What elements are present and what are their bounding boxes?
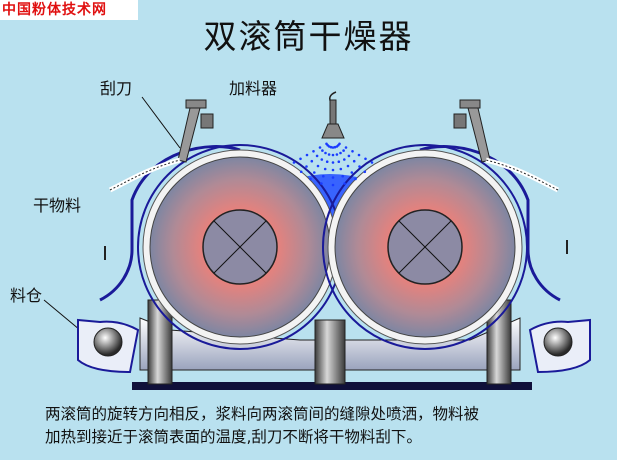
scraper-blade-icon: [108, 99, 214, 193]
spray-droplet: [351, 150, 354, 153]
spray-droplet: [318, 146, 322, 149]
spray-droplet: [335, 153, 339, 156]
hopper-screw-icon: [77, 318, 140, 374]
spray-droplet: [315, 154, 319, 158]
spray-droplet: [299, 170, 303, 174]
caption-line-2: 加热到接近于滚筒表面的温度,刮刀不断将干物料刮下。: [45, 428, 422, 446]
spray-droplet: [320, 158, 324, 161]
spray-droplet: [343, 182, 346, 185]
spray-droplet: [331, 183, 335, 187]
spray-droplet: [357, 153, 361, 157]
page-title: 双滚筒干燥器: [203, 17, 414, 56]
drum-left-spoke-b: [213, 220, 267, 274]
spray-droplet: [331, 176, 335, 179]
spray-droplet: [346, 164, 350, 168]
spray-droplet: [322, 174, 325, 178]
spray-droplet: [321, 149, 324, 152]
drum-right-spoke-b: [398, 220, 452, 274]
scraper-blade-right-icon: [453, 99, 560, 193]
spray-droplet: [358, 165, 361, 168]
spray-droplet: [347, 154, 351, 158]
spray-droplet: [343, 158, 346, 161]
spray-droplet: [331, 153, 335, 157]
description-caption: 两滚筒的旋转方向相反，浆料向两滚筒间的缝隙处喷洒，物料被 加热到接近于滚筒表面的…: [45, 403, 615, 449]
spray-droplet: [339, 151, 342, 155]
spray-droplet: [324, 151, 327, 155]
caption-line-1: 两滚筒的旋转方向相反，浆料向两滚筒间的缝隙处喷洒，物料被: [45, 405, 480, 423]
site-watermark: 中国粉体技术网: [0, 0, 138, 20]
base-plate: [132, 382, 532, 390]
spray-droplet: [352, 159, 356, 163]
spray-droplet: [341, 174, 345, 178]
spray-droplet: [313, 171, 316, 174]
spray-droplet: [299, 157, 302, 161]
spray-droplets: [292, 142, 374, 187]
spray-droplet: [370, 161, 374, 164]
spray-droplet: [342, 149, 345, 152]
marker-left: [104, 246, 106, 260]
drum-right-shell: [322, 144, 528, 350]
spray-droplet: [310, 159, 314, 163]
spray-droplet: [354, 177, 357, 181]
label-feeder: 加料器: [229, 79, 278, 98]
spray-droplet: [305, 153, 309, 157]
spray-droplet: [292, 161, 296, 164]
spray-droplet: [331, 168, 335, 172]
spray-droplet: [339, 167, 343, 171]
hopper-screw-right-icon: [528, 318, 591, 374]
spray-droplet: [327, 153, 331, 156]
marker-right: [566, 240, 568, 254]
spray-droplet: [320, 182, 323, 185]
label-dry-material: 干物料: [33, 196, 82, 215]
spray-droplet: [337, 160, 341, 163]
hopper-pointer: [43, 299, 81, 331]
label-hopper: 料仓: [10, 286, 43, 305]
spray-nozzle-icon: [321, 91, 345, 139]
spray-droplet: [325, 160, 329, 163]
spray-droplet: [309, 177, 312, 181]
spray-droplet: [305, 165, 308, 168]
spray-droplet: [344, 146, 348, 149]
support-post-left: [147, 299, 173, 385]
spray-droplet: [331, 161, 335, 164]
label-scraper: 刮刀: [100, 79, 133, 98]
spray-droplet: [325, 142, 328, 146]
spray-droplet: [316, 164, 320, 168]
spray-droplet: [350, 171, 354, 174]
spray-droplet: [312, 150, 315, 153]
scraper-pointer: [141, 96, 181, 149]
spray-droplet: [323, 167, 327, 171]
support-post-center: [314, 319, 346, 385]
spray-droplet: [364, 157, 367, 161]
spray-droplet: [363, 170, 367, 174]
